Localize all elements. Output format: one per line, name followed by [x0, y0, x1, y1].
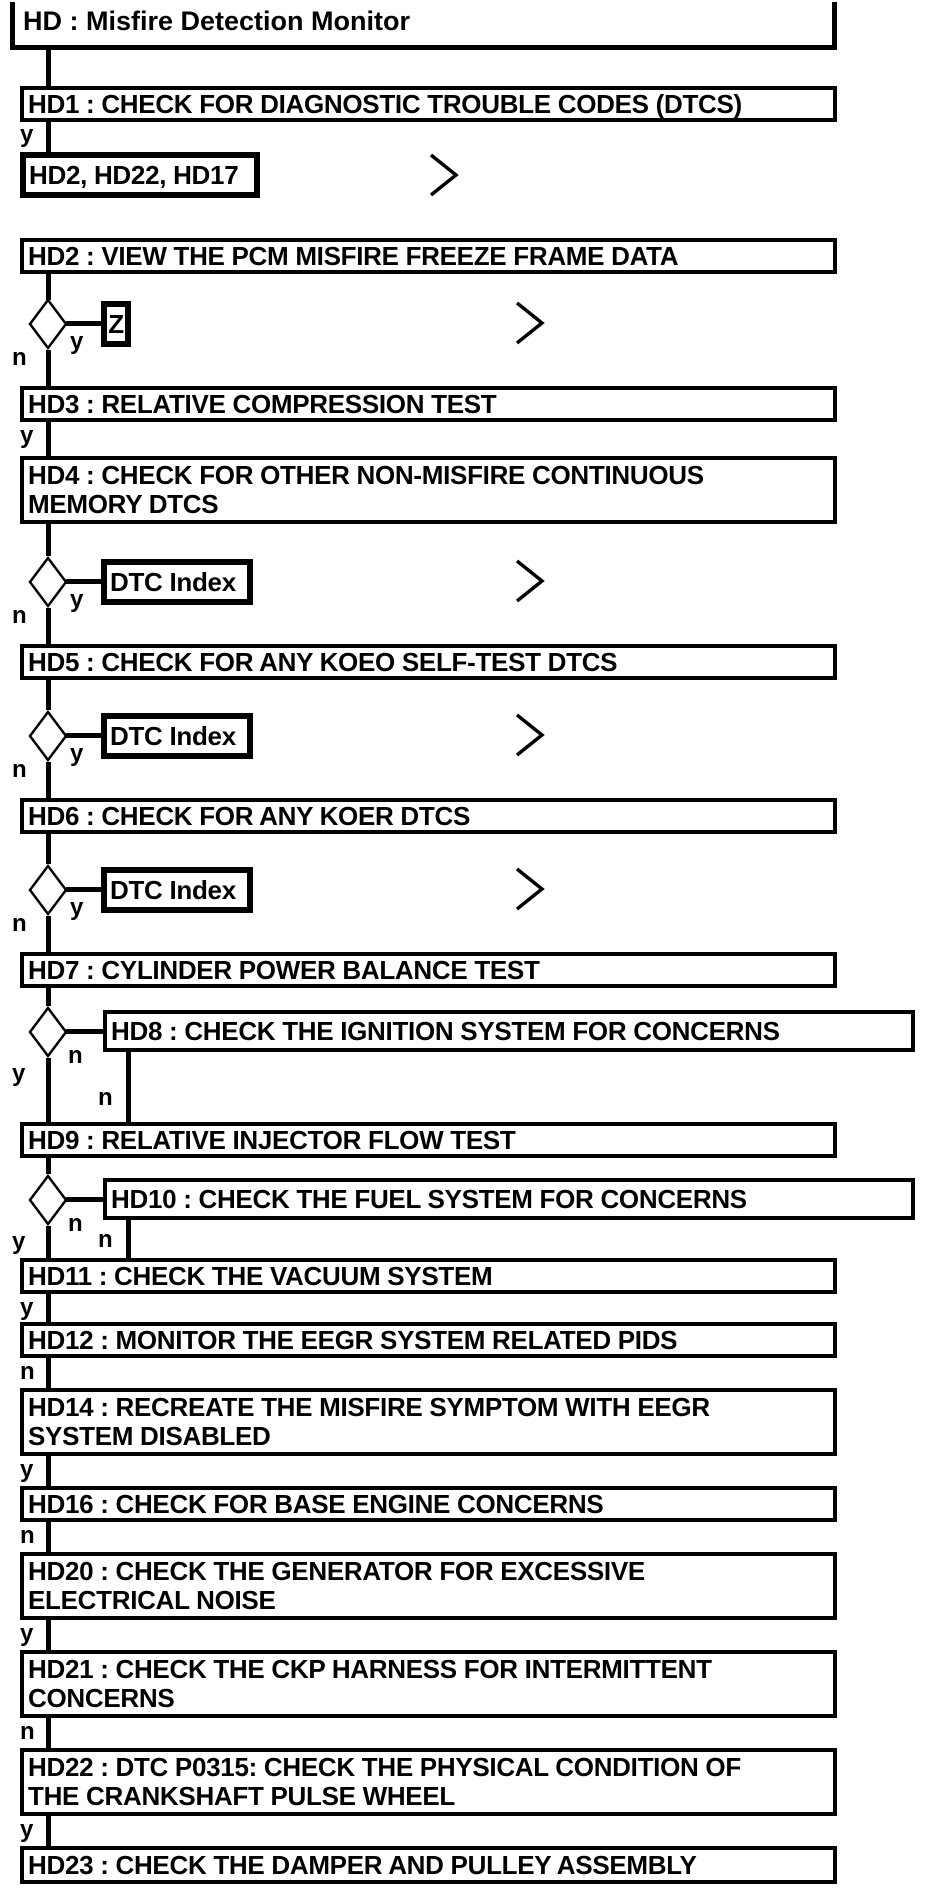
connector-line: [46, 1718, 51, 1748]
continuation-chevron-icon: [515, 867, 545, 911]
connector-line: [66, 1197, 103, 1202]
label-yes: y: [20, 1620, 34, 1647]
label-yes: y: [70, 586, 84, 613]
reference-box-dtc-index-1: DTC Index: [101, 559, 253, 605]
connector-line: [46, 1226, 51, 1258]
label-yes: y: [12, 1060, 26, 1087]
connector-line: [46, 524, 51, 556]
connector-line: [66, 733, 103, 738]
step-box-hd7: HD7 : CYLINDER POWER BALANCE TEST: [20, 952, 837, 988]
label-no: n: [12, 910, 27, 937]
connector-line: [46, 680, 51, 710]
connector-line: [126, 1220, 131, 1258]
label-yes: y: [20, 422, 34, 449]
decision-diamond-icon: [28, 298, 68, 350]
step-box-hd21: HD21 : CHECK THE CKP HARNESS FOR INTERMI…: [20, 1650, 837, 1718]
label-yes: y: [20, 1456, 34, 1483]
label-no: n: [20, 1358, 35, 1385]
connector-line: [66, 1029, 103, 1034]
connector-line: [126, 1052, 131, 1122]
label-no: n: [20, 1522, 35, 1549]
label-no: n: [12, 344, 27, 371]
reference-box-dtc-index-2: DTC Index: [101, 713, 253, 759]
connector-line: [46, 1158, 51, 1174]
connector-line: [66, 579, 103, 584]
step-box-hd23: HD23 : CHECK THE DAMPER AND PULLEY ASSEM…: [20, 1846, 837, 1884]
step-box-hd14: HD14 : RECREATE THE MISFIRE SYMPTOM WITH…: [20, 1388, 837, 1456]
step-box-hd2: HD2 : VIEW THE PCM MISFIRE FREEZE FRAME …: [20, 238, 837, 274]
connector-line: [46, 1058, 51, 1122]
step-box-hd5: HD5 : CHECK FOR ANY KOEO SELF-TEST DTCS: [20, 644, 837, 680]
continuation-chevron-icon: [429, 153, 459, 197]
label-yes: y: [12, 1228, 26, 1255]
connector-line: [46, 1358, 51, 1388]
label-yes: y: [70, 740, 84, 767]
step-box-hd6: HD6 : CHECK FOR ANY KOER DTCS: [20, 798, 837, 834]
decision-diamond-icon: [28, 1006, 68, 1058]
decision-diamond-icon: [28, 1174, 68, 1226]
connector-line: [46, 988, 51, 1006]
label-no: n: [98, 1226, 113, 1253]
connector-line: [46, 122, 51, 152]
reference-box-goto: HD2, HD22, HD17: [20, 152, 260, 198]
step-box-hd11: HD11 : CHECK THE VACUUM SYSTEM: [20, 1258, 837, 1294]
step-box-hd8: HD8 : CHECK THE IGNITION SYSTEM FOR CONC…: [103, 1010, 915, 1052]
connector-line: [46, 274, 51, 300]
label-no: n: [20, 1718, 35, 1745]
connector-line: [46, 422, 51, 456]
label-yes: y: [20, 121, 34, 148]
connector-line: [46, 762, 51, 798]
continuation-chevron-icon: [515, 301, 545, 345]
label-yes: y: [20, 1816, 34, 1843]
step-box-hd20: HD20 : CHECK THE GENERATOR FOR EXCESSIVE…: [20, 1552, 837, 1620]
connector-line: [66, 321, 103, 326]
connector-line: [46, 834, 51, 864]
step-box-hd3: HD3 : RELATIVE COMPRESSION TEST: [20, 386, 837, 422]
connector-line: [46, 1522, 51, 1552]
step-box-hd10: HD10 : CHECK THE FUEL SYSTEM FOR CONCERN…: [103, 1178, 915, 1220]
continuation-chevron-icon: [515, 559, 545, 603]
connector-line: [46, 350, 51, 386]
decision-diamond-icon: [28, 710, 68, 762]
label-no: n: [68, 1042, 83, 1069]
step-box-hd16: HD16 : CHECK FOR BASE ENGINE CONCERNS: [20, 1486, 837, 1522]
label-yes: y: [70, 328, 84, 355]
step-box-hd1: HD1 : CHECK FOR DIAGNOSTIC TROUBLE CODES…: [20, 86, 837, 122]
step-box-hd22: HD22 : DTC P0315: CHECK THE PHYSICAL CON…: [20, 1748, 837, 1816]
connector-line: [46, 608, 51, 644]
label-yes: y: [20, 1294, 34, 1321]
connector-line: [46, 1294, 51, 1322]
connector-line: [46, 1816, 51, 1846]
connector-line: [66, 887, 103, 892]
step-box-hd4: HD4 : CHECK FOR OTHER NON-MISFIRE CONTIN…: [20, 456, 837, 524]
reference-box-dtc-index-3: DTC Index: [101, 867, 253, 913]
connector-line: [46, 50, 51, 86]
continuation-chevron-icon: [515, 713, 545, 757]
connector-line: [46, 916, 51, 952]
label-no: n: [68, 1210, 83, 1237]
label-no: n: [98, 1084, 113, 1111]
label-no: n: [12, 756, 27, 783]
label-yes: y: [70, 894, 84, 921]
step-box-hd9: HD9 : RELATIVE INJECTOR FLOW TEST: [20, 1122, 837, 1158]
connector-box-z: Z: [101, 301, 131, 347]
connector-line: [46, 1456, 51, 1486]
label-no: n: [12, 602, 27, 629]
connector-line: [46, 1620, 51, 1650]
step-box-hd12: HD12 : MONITOR THE EEGR SYSTEM RELATED P…: [20, 1322, 837, 1358]
decision-diamond-icon: [28, 864, 68, 916]
decision-diamond-icon: [28, 556, 68, 608]
flowchart-title: HD : Misfire Detection Monitor: [10, 2, 837, 50]
